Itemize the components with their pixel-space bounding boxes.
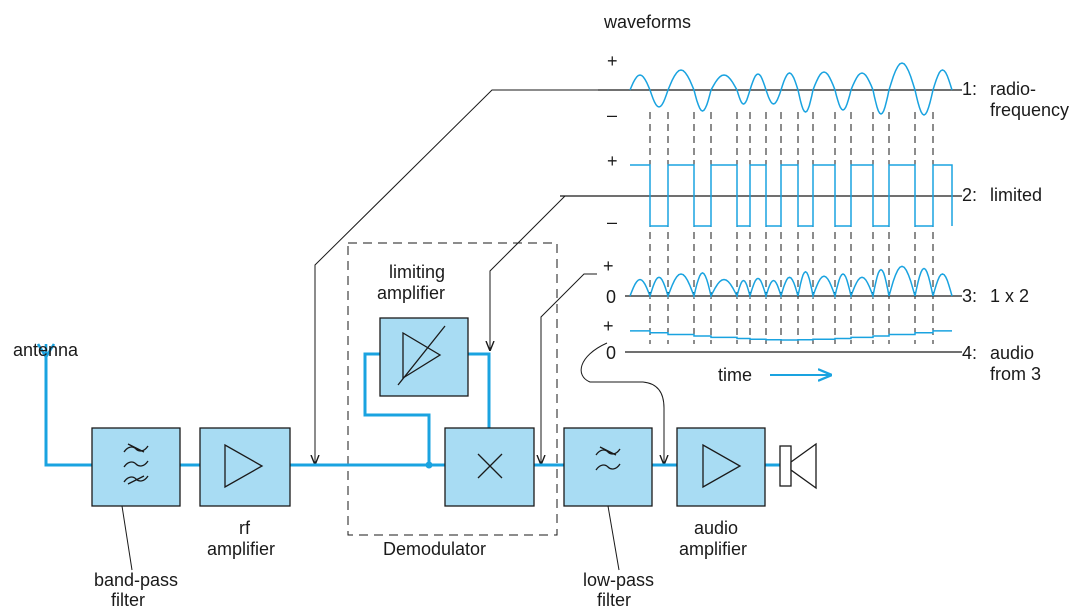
trace-4-number: 4: xyxy=(962,343,977,363)
lowpass-label-1: low-pass xyxy=(583,570,654,590)
plus-sign-1: + xyxy=(607,51,618,71)
trace-label-2: 2: limited xyxy=(962,185,1042,205)
trace-4-line-2: from 3 xyxy=(990,364,1041,384)
antenna-icon xyxy=(36,343,56,360)
limited-waveform xyxy=(630,164,953,227)
minus-sign-1: – xyxy=(607,105,617,125)
wire-limiter-to-mixer xyxy=(468,352,491,428)
bandpass-filter-block xyxy=(91,427,181,507)
lowpass-filter-icon xyxy=(595,446,621,471)
trace-label-4: 4: audio from 3 xyxy=(962,343,1041,384)
wire-split-to-limiter xyxy=(363,352,431,465)
limiting-label-2: amplifier xyxy=(377,283,445,303)
multiply-icon xyxy=(477,453,503,479)
limiter-curve-icon xyxy=(397,325,446,386)
plus-sign-4: + xyxy=(603,316,614,336)
pointer-limited-output xyxy=(490,195,567,351)
antenna-feed-wire xyxy=(44,355,92,467)
plus-sign-2: + xyxy=(607,151,618,171)
radio-frequency-waveform xyxy=(629,62,953,116)
minus-sign-2: – xyxy=(607,212,617,232)
audio-label-1: audio xyxy=(694,518,738,538)
limiting-amplifier-block xyxy=(379,317,469,397)
pointer-mixer-output xyxy=(541,273,597,465)
product-waveform xyxy=(629,265,953,299)
lowpass-label-2: filter xyxy=(597,590,631,610)
trace-2-number: 2: xyxy=(962,185,977,205)
bandpass-label-2: filter xyxy=(111,590,145,610)
limiter-amplifier-icon xyxy=(402,331,442,380)
waveforms-title: waveforms xyxy=(603,12,691,32)
plus-sign-3: + xyxy=(603,256,614,276)
bandpass-filter-icon xyxy=(123,443,149,485)
trace-label-1: 1: radio- frequency xyxy=(962,79,1069,120)
bandpass-leader xyxy=(121,505,133,571)
rf-label-2: amplifier xyxy=(207,539,275,559)
zero-crossing-guides xyxy=(649,112,934,344)
zero-label-4: 0 xyxy=(606,343,616,363)
audio-label-2: amplifier xyxy=(679,539,747,559)
audio-amplifier-icon xyxy=(702,443,742,489)
rf-amplifier-block xyxy=(199,427,291,507)
trace-4-line-1: audio xyxy=(990,343,1034,363)
pointer-audio-output xyxy=(580,342,664,465)
trace-3-number: 3: xyxy=(962,286,977,306)
bandpass-label-1: band-pass xyxy=(94,570,178,590)
demodulator-label: Demodulator xyxy=(383,539,486,559)
rf-label-1: rf xyxy=(239,518,251,538)
lowpass-leader xyxy=(607,505,620,571)
speaker-icon xyxy=(779,442,817,490)
trace-1-line-1: radio- xyxy=(990,79,1036,99)
time-label: time xyxy=(718,365,752,385)
antenna-label: antenna xyxy=(13,340,79,360)
limiting-label-1: limiting xyxy=(389,262,445,282)
pointer-rf-output xyxy=(315,89,598,465)
trace-1-number: 1: xyxy=(962,79,977,99)
audio-amplifier-block xyxy=(676,427,766,507)
trace-1-line-2: frequency xyxy=(990,100,1069,120)
audio-waveform xyxy=(630,330,952,341)
trace-2-line-1: limited xyxy=(990,185,1042,205)
zero-label-3: 0 xyxy=(606,287,616,307)
trace-3-line-1: 1 x 2 xyxy=(990,286,1029,306)
junction-dot xyxy=(425,461,433,469)
trace-label-3: 3: 1 x 2 xyxy=(962,286,1029,306)
amplifier-icon xyxy=(224,443,264,489)
demodulator-boundary xyxy=(347,242,558,536)
